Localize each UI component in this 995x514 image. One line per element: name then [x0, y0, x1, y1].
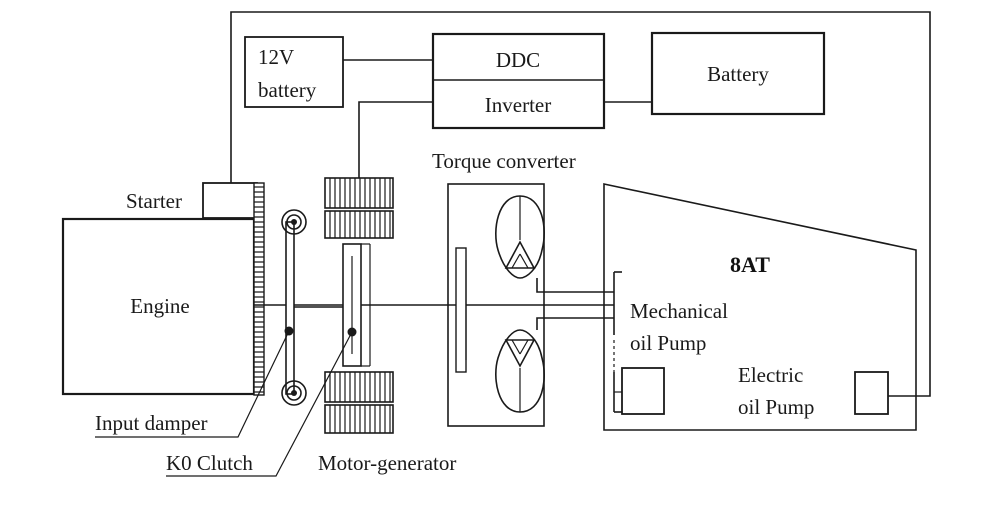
mechanical-oil-pump: Mechanical oil Pump: [613, 271, 728, 413]
motor-coil-bottom-1: [324, 371, 394, 403]
transmission-case: [603, 183, 917, 431]
battery-12v-label-2: battery: [258, 78, 317, 102]
callouts: Input damper K0 Clutch Motor-generator: [95, 330, 456, 477]
torque-converter-housing: [447, 183, 545, 427]
mechanical-oil-pump-label-2: oil Pump: [630, 331, 706, 355]
motor-generator-label: Motor-generator: [318, 451, 456, 475]
electric-oil-pump-label-1: Electric: [738, 363, 803, 387]
torque-converter: Torque converter: [432, 149, 614, 427]
input-damper: [281, 209, 307, 406]
electric-oil-pump: Electric oil Pump: [738, 363, 889, 419]
battery-main: Battery: [650, 31, 826, 116]
torque-converter-label: Torque converter: [432, 149, 576, 173]
engine: Engine: [61, 217, 256, 396]
battery-12v: 12V battery: [244, 36, 344, 108]
torque-converter-top-wheel: [495, 195, 545, 279]
motor-coil-top-2: [324, 210, 394, 239]
wire-inverter-to-motor: [358, 101, 433, 178]
starter-box: [202, 182, 258, 219]
inverter-label: Inverter: [485, 93, 551, 117]
ring-gear: [253, 182, 265, 396]
k0-clutch-leader: [166, 331, 353, 477]
battery-box: [650, 31, 826, 116]
input-damper-label: Input damper: [95, 411, 208, 435]
motor-generator: [324, 177, 394, 434]
k0-clutch: [342, 243, 371, 367]
motor-coil-top-1: [324, 177, 394, 209]
ddc-inverter-box: [431, 32, 606, 130]
oil-pump-motor-box: [621, 367, 665, 415]
input-damper-leader: [95, 330, 290, 438]
starter-label: Starter: [126, 189, 182, 213]
ddc-label: DDC: [496, 48, 540, 72]
electric-oil-pump-box: [854, 371, 889, 415]
mechanical-oil-pump-label-1: Mechanical: [630, 299, 728, 323]
transmission-8at: 8AT Mechanical oil Pump Electric oil Pum…: [603, 183, 917, 431]
transmission-label: 8AT: [730, 252, 770, 277]
k0-clutch-label: K0 Clutch: [166, 451, 253, 475]
engine-label: Engine: [130, 294, 189, 318]
engine-box: [61, 217, 256, 396]
electric-oil-pump-label-2: oil Pump: [738, 395, 814, 419]
torque-converter-bottom-wheel: [495, 329, 545, 413]
battery-12v-label-1: 12V: [258, 45, 294, 69]
motor-coil-bottom-2: [324, 404, 394, 434]
ddc-inverter: DDC Inverter: [431, 32, 606, 130]
battery-label: Battery: [707, 62, 769, 86]
starter: Starter: [126, 182, 258, 219]
battery-12v-box: [244, 36, 344, 108]
